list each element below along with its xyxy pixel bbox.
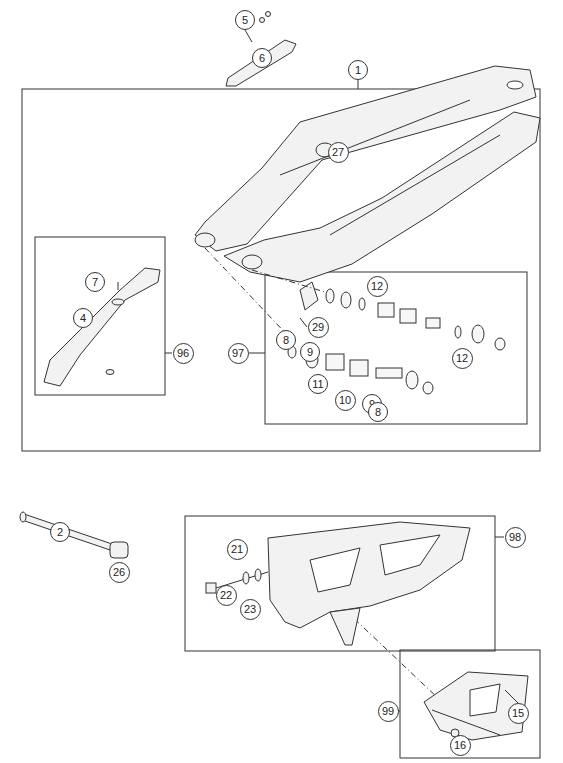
callout-number: 12 xyxy=(367,276,388,297)
group-frame xyxy=(22,89,540,451)
callout-number: 15 xyxy=(508,703,529,724)
callout-number: 29 xyxy=(308,317,329,338)
callout-number: 23 xyxy=(240,599,261,620)
callout-number: 2 xyxy=(50,522,70,542)
group-frame xyxy=(400,650,540,758)
group-frame xyxy=(265,272,527,424)
callout-number: 5 xyxy=(235,10,255,30)
callout-number: 99 xyxy=(378,701,399,722)
callout-number: 8 xyxy=(276,330,296,350)
chain-slider xyxy=(44,268,160,386)
swingarm xyxy=(195,66,540,310)
callout-number: 4 xyxy=(73,308,93,328)
chain-guide-block xyxy=(424,672,528,740)
group-frame xyxy=(35,237,165,395)
callout-number: 8 xyxy=(368,402,388,422)
callout-number: 6 xyxy=(252,48,272,68)
group-frame xyxy=(185,516,495,651)
callout-number: 11 xyxy=(308,374,328,394)
callout-number: 9 xyxy=(300,342,320,362)
callout-number: 98 xyxy=(505,527,526,548)
callout-number: 96 xyxy=(173,343,194,364)
axle xyxy=(20,512,128,558)
chain-guide xyxy=(206,522,470,645)
callout-number: 27 xyxy=(328,142,349,163)
callout-number: 22 xyxy=(216,585,237,606)
callout-number: 10 xyxy=(335,390,356,411)
callout-number: 12 xyxy=(452,348,473,369)
callout-number: 26 xyxy=(109,562,130,583)
callout-number: 7 xyxy=(85,272,105,292)
callout-number: 1 xyxy=(348,60,368,80)
callout-number: 97 xyxy=(228,343,249,364)
callout-number: 16 xyxy=(450,735,471,756)
bearing-set xyxy=(288,289,505,394)
callout-number: 21 xyxy=(227,539,248,560)
